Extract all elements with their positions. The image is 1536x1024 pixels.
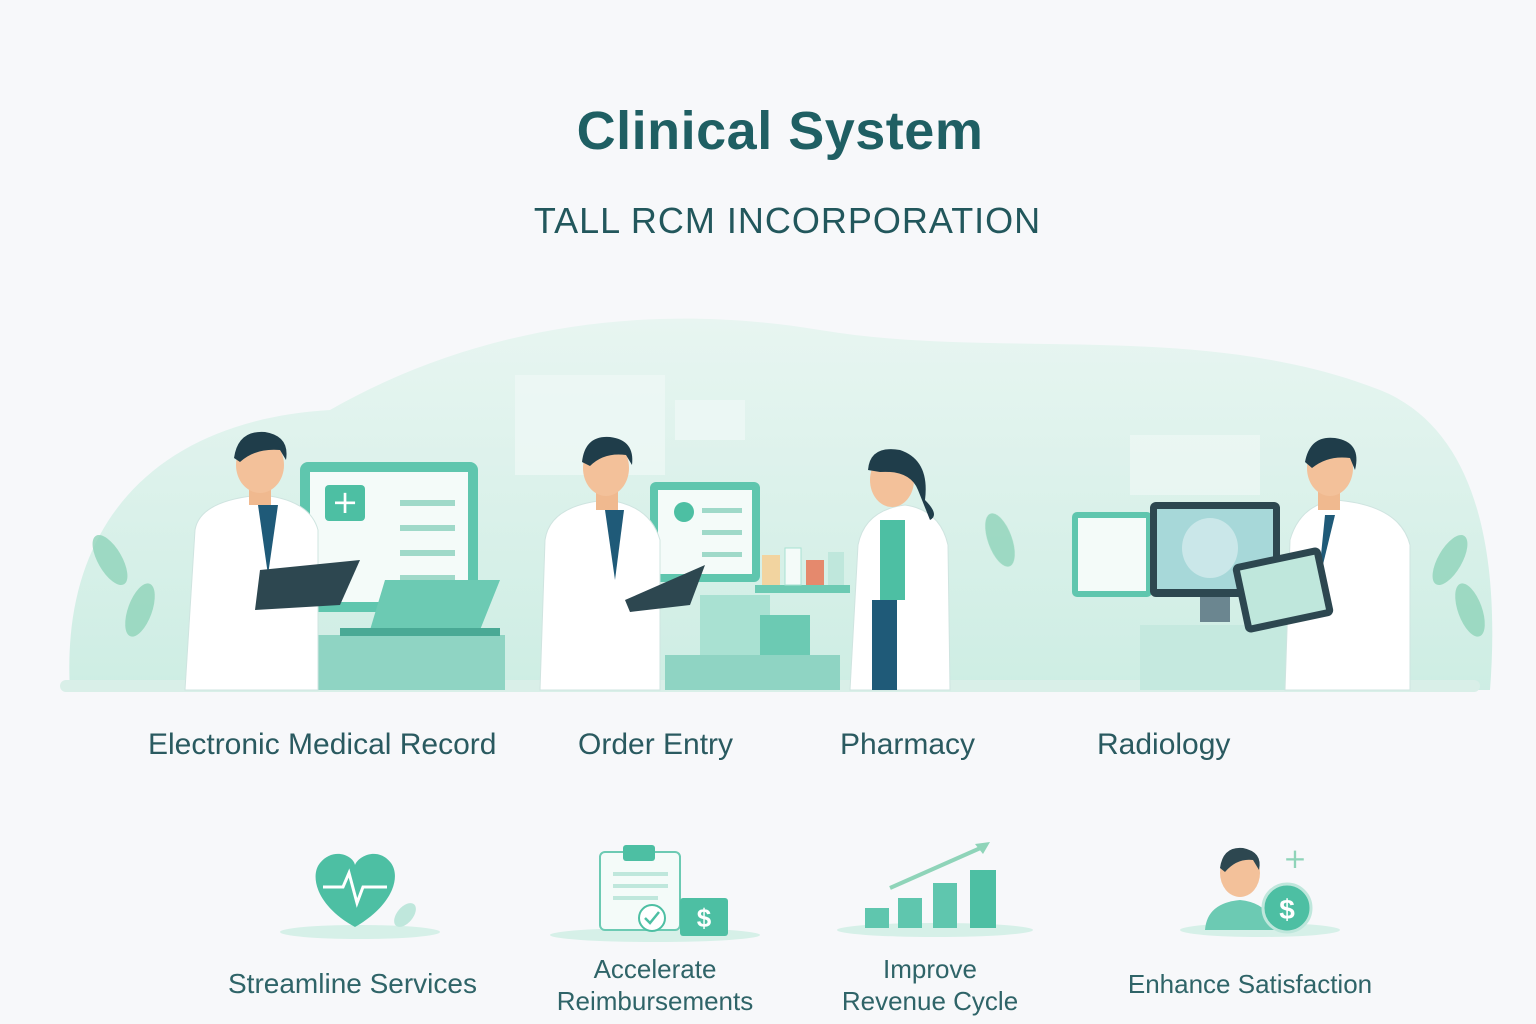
heart-pulse-icon <box>280 853 440 939</box>
medication-tray <box>755 585 850 593</box>
module-pharmacy: Pharmacy <box>840 728 976 761</box>
radiology-scene <box>1072 437 1411 691</box>
clinical-staff-illustration: + <box>60 318 1493 692</box>
desk <box>665 655 840 690</box>
benefit-enhance-satisfaction: Enhance Satisfaction <box>1127 969 1373 999</box>
pharmacy-scene <box>755 449 951 691</box>
benefit-line: Improve <box>883 954 977 984</box>
clipboard-money-icon: $ <box>550 845 760 942</box>
growth-chart-icon <box>837 842 1033 937</box>
laptop <box>370 580 500 630</box>
bg-screen <box>1130 435 1260 495</box>
page-title: Clinical System <box>576 101 984 161</box>
svg-text:+: + <box>332 483 359 521</box>
doctor-3 <box>1232 437 1411 691</box>
desk <box>1140 625 1310 690</box>
order-entry-scene <box>539 436 840 691</box>
desk <box>310 635 505 690</box>
benefit-accelerate-reimbursements: Accelerate Reimbursements <box>520 953 790 1017</box>
doctor-1 <box>184 431 360 691</box>
module-order-entry: Order Entry <box>578 728 734 761</box>
benefit-improve-revenue-cycle: Improve Revenue Cycle <box>810 953 1050 1017</box>
emr-scene: + <box>184 431 505 691</box>
svg-text:+: + <box>1283 842 1306 875</box>
module-radiology: Radiology <box>1097 728 1231 761</box>
svg-text:$: $ <box>1279 894 1295 925</box>
module-electronic-medical-record: Electronic Medical Record <box>148 728 497 761</box>
plant-leaves <box>92 513 1485 637</box>
bg-speech <box>675 400 745 440</box>
benefit-streamline-services: Streamline Services <box>228 968 477 999</box>
pharmacist <box>849 449 951 691</box>
doctor-2 <box>539 436 705 691</box>
svg-text:$: $ <box>697 903 712 933</box>
company-name: TALL RCM INCORPORATION <box>533 200 1042 241</box>
happy-patient-icon: $ + <box>1180 842 1340 937</box>
supply-boxes <box>700 595 770 655</box>
benefit-line: Revenue Cycle <box>841 986 1019 1016</box>
benefit-line: Accelerate <box>593 954 717 984</box>
benefit-line: Reimbursements <box>556 986 754 1016</box>
